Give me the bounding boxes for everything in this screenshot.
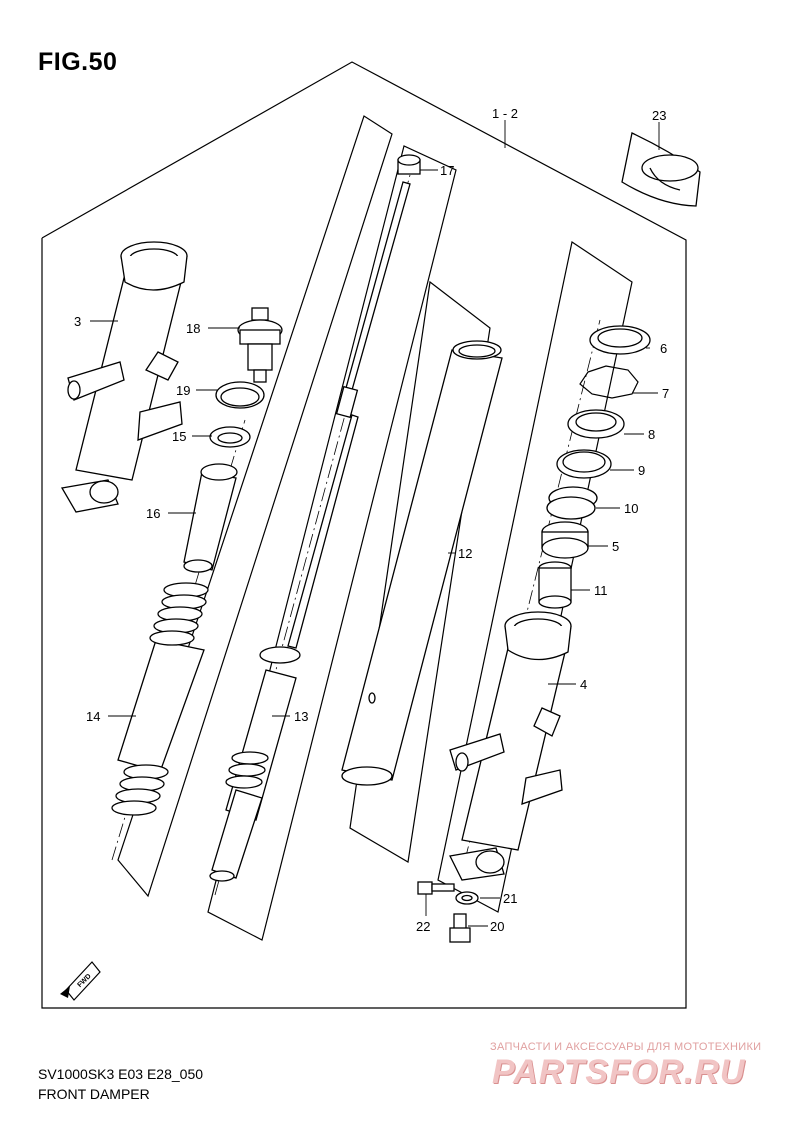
callout-1-2: 1 - 2 <box>492 106 518 121</box>
axis-line-right <box>464 319 601 861</box>
part-9-ring <box>556 449 612 479</box>
callout-10: 10 <box>624 501 638 516</box>
part-12-inner-tube <box>341 340 503 786</box>
callout-11: 11 <box>594 583 608 598</box>
callout-3: 3 <box>74 314 81 329</box>
part-3-outer-tube-left <box>60 241 188 513</box>
callout-18: 18 <box>186 321 200 336</box>
callout-19: 19 <box>176 383 190 398</box>
callout-4: 4 <box>580 677 587 692</box>
callout-20: 20 <box>490 919 504 934</box>
callout-22: 22 <box>416 919 430 934</box>
callout-8: 8 <box>648 427 655 442</box>
strip-rod <box>207 145 457 941</box>
callout-17: 17 <box>440 163 454 178</box>
diagram-caption: FRONT DAMPER <box>38 1086 150 1102</box>
part-11-bushing <box>538 561 572 609</box>
part-20-bolt <box>449 913 471 943</box>
callout-15: 15 <box>172 429 186 444</box>
strip-spring <box>117 115 393 898</box>
model-code: SV1000SK3 E03 E28_050 <box>38 1066 204 1082</box>
callout-16: 16 <box>146 506 160 521</box>
part-21-gasket <box>455 891 479 905</box>
callout-14: 14 <box>86 709 100 724</box>
callout-21: 21 <box>503 891 517 906</box>
callout-13: 13 <box>294 709 308 724</box>
part-22-bolt <box>417 881 455 895</box>
watermark-tagline: ЗАПЧАСТИ И АКСЕССУАРЫ ДЛЯ МОТОТЕХНИКИ <box>490 1041 762 1053</box>
part-4-outer-tube-right <box>449 611 572 881</box>
part-23-guard <box>621 132 701 207</box>
callout-7: 7 <box>662 386 669 401</box>
callout-12: 12 <box>458 546 472 561</box>
figure-title: FIG.50 <box>38 48 118 76</box>
part-7-stopper-ring <box>579 365 639 399</box>
callout-6: 6 <box>660 341 667 356</box>
part-10-bushing <box>546 486 598 520</box>
part-17-nut <box>397 154 421 175</box>
part-19-o-ring <box>215 381 265 409</box>
part-8-washer <box>567 409 625 439</box>
strip-bushings <box>437 241 633 913</box>
part-13-damper-rod <box>209 181 411 882</box>
strip-tube <box>349 280 491 863</box>
part-14-fork-spring <box>111 582 209 816</box>
part-5-bushing <box>541 521 589 559</box>
assembly-outline <box>41 61 687 1009</box>
callout-9: 9 <box>638 463 645 478</box>
callout-5: 5 <box>612 539 619 554</box>
part-6-oil-seal <box>589 325 651 355</box>
callout-23: 23 <box>652 108 666 123</box>
fwd-arrow-icon: FWD <box>60 961 101 1001</box>
watermark-logo: PARTSFOR.RU <box>492 1053 746 1091</box>
part-15-spacer <box>209 426 251 448</box>
part-16-spacer-tube <box>183 463 238 573</box>
part-18-adjuster <box>237 307 283 383</box>
